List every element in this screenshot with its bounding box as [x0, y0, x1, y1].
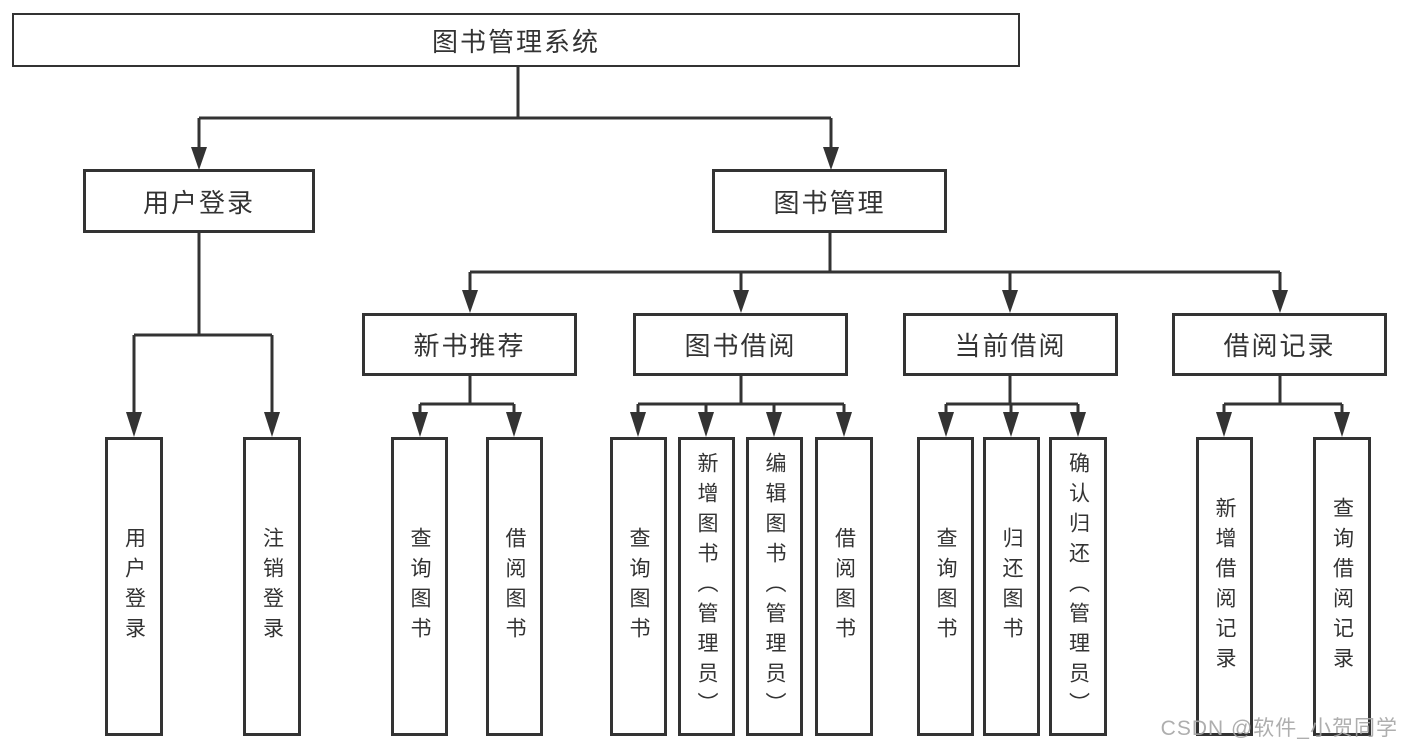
arrowhead-icon [191, 147, 207, 170]
leaf-logout: 注销登录 [243, 437, 301, 736]
leaf-query-borrow-record: 查询借阅记录 [1313, 437, 1371, 736]
node-book-management: 图书管理 [712, 169, 947, 233]
arrowhead-icon [1002, 290, 1018, 313]
leaf-user-login-label: 用户登录 [122, 526, 146, 647]
connector-lines [944, 376, 1080, 414]
leaf-add-book-admin-label: 新增图书（管理员） [695, 451, 718, 722]
leaf-query-books-current: 查询图书 [917, 437, 974, 736]
node-book-borrow-label: 图书借阅 [684, 331, 797, 361]
leaf-logout-label: 注销登录 [260, 526, 284, 647]
connector-lines [132, 233, 274, 414]
arrowhead-icon [938, 412, 954, 437]
node-current-borrow: 当前借阅 [903, 313, 1118, 376]
connector-newbook-to-children [412, 376, 522, 437]
arrowhead-icon [1070, 412, 1086, 437]
leaf-query-borrow-record-label: 查询借阅记录 [1330, 496, 1354, 677]
arrowhead-icon [1003, 412, 1019, 437]
arrowhead-icon [126, 412, 142, 437]
leaf-confirm-return-admin-label: 确认归还（管理员） [1066, 451, 1090, 722]
node-borrow-records-label: 借阅记录 [1223, 331, 1336, 361]
node-new-book-recommend: 新书推荐 [362, 313, 577, 376]
leaf-query-books-borrow-label: 查询图书 [627, 526, 650, 647]
arrowhead-icon [1216, 412, 1232, 437]
connector-lines [636, 376, 846, 414]
connector-login-to-children [126, 233, 280, 437]
leaf-query-books-recommend: 查询图书 [391, 437, 448, 736]
connector-lines [418, 376, 516, 414]
leaf-return-book: 归还图书 [983, 437, 1040, 736]
arrowhead-icon [766, 412, 782, 437]
arrowhead-icon [698, 412, 714, 437]
node-root: 图书管理系统 [12, 13, 1020, 67]
leaf-edit-book-admin-label: 编辑图书（管理员） [763, 451, 786, 722]
arrowhead-icon [733, 290, 749, 313]
leaf-add-book-admin: 新增图书（管理员） [678, 437, 735, 736]
leaf-user-login: 用户登录 [105, 437, 163, 736]
leaf-add-borrow-record: 新增借阅记录 [1196, 437, 1253, 736]
arrowhead-icon [264, 412, 280, 437]
node-book-borrow: 图书借阅 [633, 313, 848, 376]
csdn-watermark: CSDN @软件_小贺同学 [1160, 717, 1398, 740]
arrowhead-icon [1272, 290, 1288, 313]
arrowhead-icon [506, 412, 522, 437]
arrowhead-icon [630, 412, 646, 437]
leaf-borrow-books: 借阅图书 [815, 437, 873, 736]
node-root-label: 图书管理系统 [431, 26, 600, 57]
leaf-edit-book-admin: 编辑图书（管理员） [746, 437, 803, 736]
leaf-borrow-books-recommend-label: 借阅图书 [503, 526, 526, 647]
connector-lines [468, 233, 1282, 291]
leaf-confirm-return-admin: 确认归还（管理员） [1049, 437, 1107, 736]
leaf-query-books-borrow: 查询图书 [610, 437, 667, 736]
node-user-login-label: 用户登录 [142, 187, 255, 218]
arrowhead-icon [462, 290, 478, 313]
leaf-query-books-recommend-label: 查询图书 [408, 526, 431, 647]
connector-records-to-children [1216, 376, 1350, 437]
node-new-book-recommend-label: 新书推荐 [413, 331, 526, 361]
node-current-borrow-label: 当前借阅 [954, 331, 1067, 361]
connector-lines [1222, 376, 1344, 414]
arrowhead-icon [823, 147, 839, 170]
node-borrow-records: 借阅记录 [1172, 313, 1387, 376]
leaf-add-borrow-record-label: 新增借阅记录 [1213, 496, 1236, 677]
leaf-borrow-books-label: 借阅图书 [832, 526, 856, 647]
arrowhead-icon [836, 412, 852, 437]
arrowhead-icon [412, 412, 428, 437]
node-book-management-label: 图书管理 [773, 187, 886, 218]
leaf-query-books-current-label: 查询图书 [934, 526, 957, 647]
connector-current-to-children [938, 376, 1086, 437]
leaf-return-book-label: 归还图书 [1000, 526, 1023, 647]
leaf-borrow-books-recommend: 借阅图书 [486, 437, 543, 736]
arrowhead-icon [1334, 412, 1350, 437]
connector-management-to-level3 [462, 233, 1288, 313]
connector-lines [197, 67, 833, 149]
connector-root-to-level2 [191, 67, 839, 170]
node-user-login: 用户登录 [83, 169, 315, 233]
connector-borrow-to-children [630, 376, 852, 437]
